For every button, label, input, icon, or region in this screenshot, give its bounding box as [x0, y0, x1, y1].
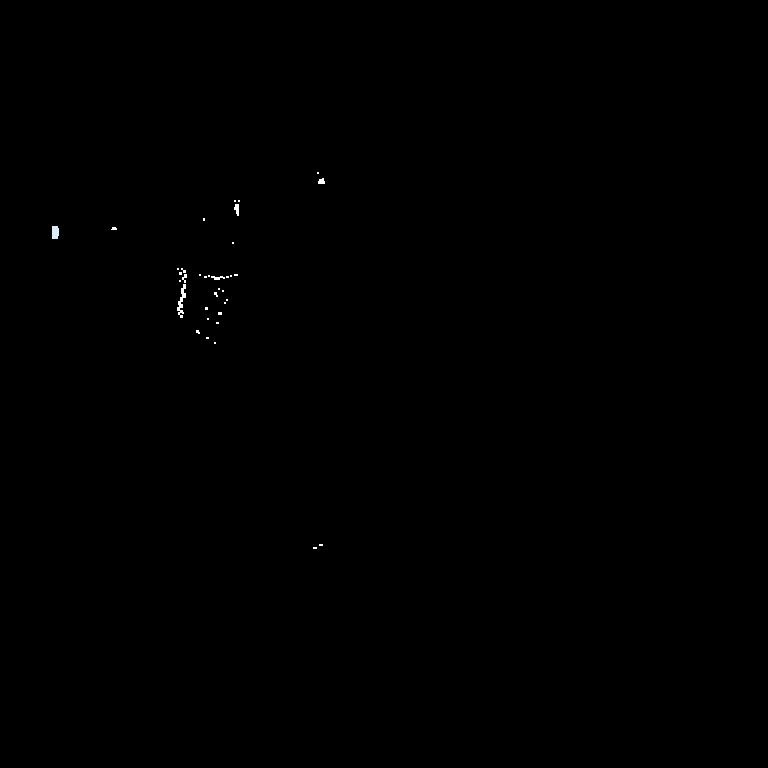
screenshot-viewport: Binary Mask Frame Near-black frame with …	[0, 0, 768, 768]
binary-mask-canvas	[0, 0, 768, 768]
